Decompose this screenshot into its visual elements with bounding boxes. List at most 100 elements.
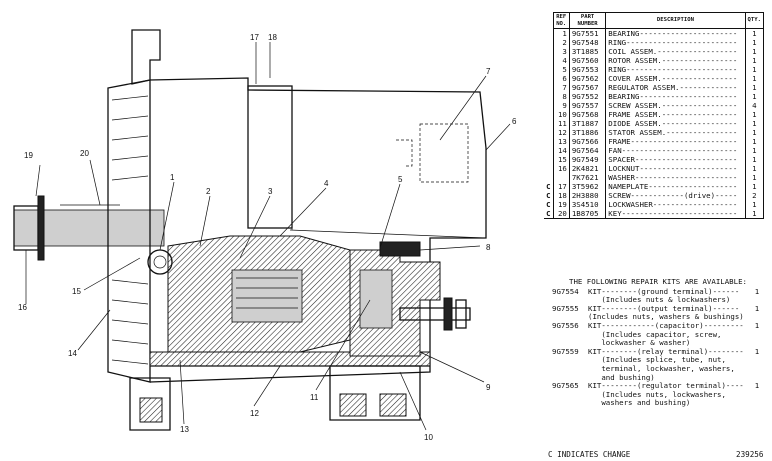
part-number: 2H3880 [568,191,607,200]
change-marker [544,110,553,119]
change-marker: C [546,200,551,209]
quantity: 1 [744,209,765,219]
change-marker [544,83,553,92]
callout-17: 17 [250,33,259,42]
part-number: 9G7549 [568,155,607,164]
change-marker: C [546,191,551,200]
quantity: 4 [744,101,765,110]
quantity: 1 [744,173,765,182]
callout-6: 6 [512,117,517,126]
kit-description: KIT--------(output terminal)------ (Incl… [588,303,744,322]
quantity: 1 [744,74,765,83]
kit-quantity: 1 [754,381,760,391]
description: REGULATOR ASSEM.------------- [605,83,746,92]
output-terminal [399,307,471,321]
repair-kits-section: THE FOLLOWING REPAIR KITS ARE AVAILABLE:… [552,277,764,408]
ref-number: 11 [552,119,570,128]
callout-13: 13 [180,425,189,434]
quantity: 1 [744,92,765,101]
quantity: 1 [744,164,765,173]
kit-quantity: 1 [754,320,760,330]
description: LOCKWASHER------------------- [605,200,746,209]
change-footnote: C INDICATES CHANGE [548,450,631,459]
part-number: 3T1886 [568,128,607,137]
ref-number: 16 [552,164,570,173]
callout-3: 3 [268,187,273,196]
callout-11: 11 [310,393,319,402]
quantity: 1 [744,65,765,74]
kit-quantity: 1 [754,346,760,356]
kit-quantity: 1 [754,286,760,296]
callout-16: 16 [18,303,27,312]
part-number: 3S4510 [568,200,607,209]
change-marker [544,164,553,173]
description: SCREW ASSEM.----------------- [605,101,746,110]
change-marker [544,128,553,137]
part-number: 9G7566 [568,137,607,146]
parts-list-table: REF NO. PART NUMBER DESCRIPTION QTY. 1 9G… [544,12,765,219]
quantity: 1 [744,182,765,191]
part-number: 9G7557 [568,101,607,110]
kit-part-number: 9G7565 [552,381,579,391]
quantity: 1 [744,56,765,65]
header-ref: REF NO. [552,12,570,29]
quantity: 2 [744,191,765,200]
change-marker [544,29,553,39]
mount-bracket-top [131,29,161,85]
part-number: 9G7568 [568,110,607,119]
quantity: 1 [744,47,765,56]
kit-quantity: 1 [754,303,760,313]
part-number: 9G7560 [568,56,607,65]
ref-number: 13 [552,137,570,146]
description: WASHER----------------------- [605,173,746,182]
kit-item: 9G7559 KIT--------(relay terminal)-------… [552,346,764,382]
diode-assem [359,269,393,329]
callout-15: 15 [72,287,81,296]
kit-part-number: 9G7554 [552,286,579,296]
description: RING------------------------- [605,65,746,74]
kit-part-number: 9G7559 [552,346,579,356]
kit-description: KIT--------(relay terminal)-------- (Inc… [588,346,744,382]
kit-description: KIT------------(capacitor)--------- (Inc… [588,320,744,348]
kit-description: KIT--------(regulator terminal)---- (Inc… [588,381,744,408]
ref-number: 3 [552,47,570,56]
kit-part-number: 9G7556 [552,320,579,330]
change-marker [544,101,553,110]
part-number: 3T1885 [568,47,607,56]
quantity: 1 [744,83,765,92]
part-number: 3T1887 [568,119,607,128]
change-marker [544,146,553,155]
quantity: 1 [744,110,765,119]
part-number: 9G7548 [568,38,607,47]
callout-20: 20 [80,149,89,158]
ref-number: 10 [552,110,570,119]
change-marker [544,92,553,101]
parts-table-header: REF NO. PART NUMBER DESCRIPTION QTY. [544,12,765,29]
ref-number: 5 [552,65,570,74]
ref-number: 2 [552,38,570,47]
shaft [13,209,165,247]
kit-description: KIT--------(ground terminal)------ (Incl… [588,286,740,305]
callout-5: 5 [398,175,403,184]
change-marker [544,119,553,128]
ref-number: 12 [552,128,570,137]
callout-12: 12 [250,409,259,418]
ref-number: 17 [552,182,570,191]
quantity: 1 [744,155,765,164]
repair-kits-title: THE FOLLOWING REPAIR KITS ARE AVAILABLE: [569,277,747,286]
description: NAMEPLATE-------------------- [605,182,746,191]
frame-body [149,77,487,383]
description: SCREW------------(drive)----- [605,191,746,200]
callout-1: 1 [170,173,175,182]
change-marker: C [544,209,554,219]
